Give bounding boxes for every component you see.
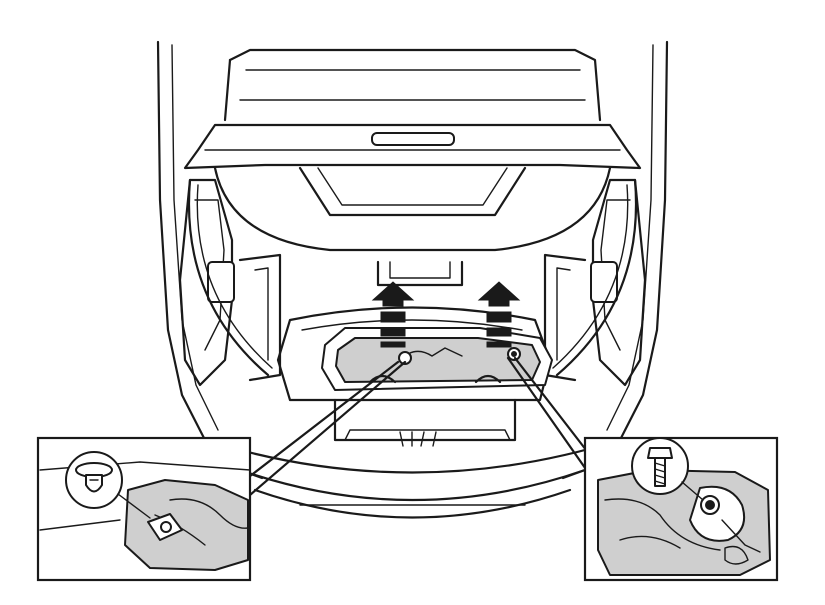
detail-inset-left bbox=[36, 436, 252, 582]
tailgate bbox=[183, 123, 642, 377]
fastener-clip-location bbox=[398, 351, 412, 365]
strut-left bbox=[187, 178, 270, 377]
lift-arrow-right bbox=[477, 281, 521, 348]
detail-inset-right bbox=[583, 436, 779, 582]
trim-panel bbox=[321, 327, 553, 391]
lift-arrow-left bbox=[371, 281, 415, 348]
push-clip-icon bbox=[75, 462, 113, 493]
strut-right bbox=[555, 178, 638, 377]
brake-light bbox=[371, 132, 455, 146]
bolt-icon bbox=[647, 447, 673, 487]
